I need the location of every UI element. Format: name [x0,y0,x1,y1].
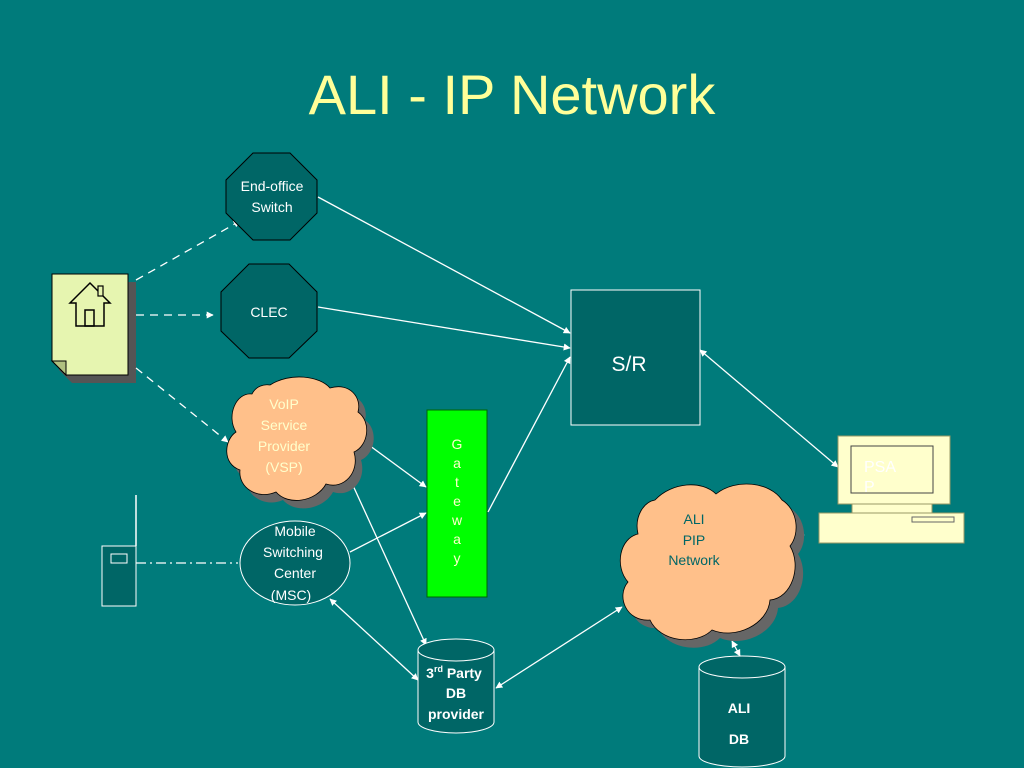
vsp-label-1: VoIP [269,396,299,412]
msc-label-1: Mobile [274,523,315,539]
msc-node: Mobile Switching Center (MSC) [239,520,351,606]
third-party-num: 3 [426,665,434,681]
msc-label-3: Center [274,565,316,581]
gateway-letter-1: G [452,436,463,452]
ali-pip-cloud-node: ALI PIP Network [619,483,805,648]
vsp-cloud-node: VoIP Service Provider (VSP) [226,376,374,509]
sr-label: S/R [611,353,646,376]
cell-phone-icon [101,495,137,607]
third-party-sup: rd [434,664,443,674]
ali-pip-label-2: PIP [683,532,706,548]
gateway-node: G a t e w a y [426,409,488,598]
psap-label-1: PSA [864,459,896,476]
end-office-label-1: End-office [241,178,304,194]
ali-db-label-1: ALI [728,700,751,716]
third-party-label-3: provider [428,706,485,722]
gateway-letter-5: w [451,512,463,528]
gateway-letter-6: a [453,531,461,547]
gateway-letter-2: a [453,455,461,471]
house-icon [50,273,136,383]
msc-label-4: (MSC) [271,587,311,603]
clec-node: CLEC [220,263,318,359]
msc-label-2: Switching [263,544,323,560]
end-office-switch-node: End-office Switch [225,152,318,241]
sr-node: S/R [570,289,701,426]
vsp-label-2: Service [261,417,308,433]
computer-icon: PSA P [818,435,965,544]
ali-db-label-2: DB [729,731,749,747]
third-party-label-2: DB [446,685,466,701]
vsp-label-3: Provider [258,438,310,454]
ali-pip-label-3: Network [668,552,720,568]
end-office-label-2: Switch [251,199,292,215]
vsp-label-4: (VSP) [265,459,302,475]
ali-db-node: ALI DB [698,655,786,768]
psap-label-2: P [864,479,875,496]
third-party-rest: Party [443,665,482,681]
gateway-letter-4: e [453,493,461,509]
ali-pip-label-1: ALI [683,511,704,527]
gateway-letter-7: y [454,550,461,566]
third-party-db-node: 3rd Party DB provider [417,638,495,734]
svg-text:3rd Party: 3rd Party [426,664,482,681]
slide-title: ALI - IP Network [308,63,716,126]
clec-label: CLEC [250,304,287,320]
gateway-letter-3: t [455,474,459,490]
